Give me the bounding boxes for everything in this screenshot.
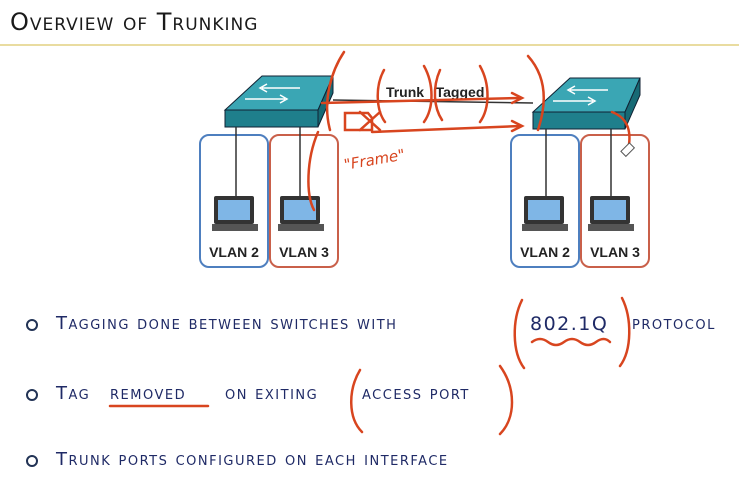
- tagged-label: Tagged: [436, 84, 485, 100]
- pc-icon: [522, 196, 568, 231]
- bullet-1-text: Tagging done between switches with: [56, 313, 398, 334]
- left-vlan3-label: VLAN 3: [279, 244, 329, 260]
- bullet-marker: [26, 319, 38, 331]
- bullet-marker: [26, 389, 38, 401]
- right-vlan2-box: [510, 134, 580, 268]
- trunk-label: Trunk: [386, 84, 424, 100]
- left-vlan2-box: [199, 134, 269, 268]
- bullet-2-post: on exiting: [225, 383, 319, 404]
- bullet-2-highlight: removed: [110, 383, 187, 404]
- right-vlan2-label: VLAN 2: [520, 244, 570, 260]
- left-vlan2-label: VLAN 2: [209, 244, 259, 260]
- bullet-2-tail: access port: [362, 383, 470, 404]
- bullet-1-post: protocol: [632, 313, 716, 334]
- left-vlan3-box: [269, 134, 339, 268]
- page-title: Overview of Trunking: [10, 8, 259, 36]
- title-underline: [0, 44, 739, 46]
- right-vlan3-box: [580, 134, 650, 268]
- bullet-marker: [26, 455, 38, 467]
- trunk-link: [332, 99, 534, 104]
- right-switch-icon: [531, 77, 641, 130]
- bullet-2-text: Tag: [56, 383, 91, 404]
- pc-icon: [588, 196, 634, 231]
- bullet-3-text: Trunk ports configured on each interface: [56, 449, 449, 470]
- pc-icon: [212, 196, 258, 231]
- right-vlan3-label: VLAN 3: [590, 244, 640, 260]
- pen-cursor-icon: [620, 142, 636, 158]
- bullet-1-highlight: 802.1Q: [530, 313, 609, 335]
